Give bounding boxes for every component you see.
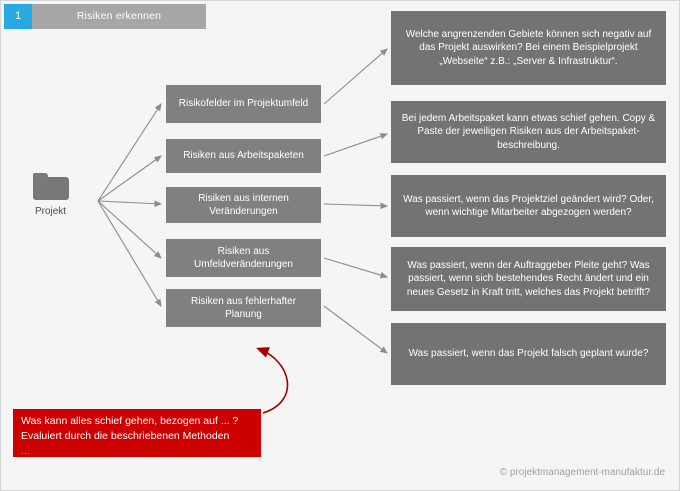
risk-field-box-5[interactable]: Risiken aus fehlerhafter Planung [166,289,321,327]
risk-field-box-3[interactable]: Risiken aus internen Veränderungen [166,187,321,223]
folder-icon [32,173,69,200]
project-label: Projekt [34,206,67,217]
explanation-box-3[interactable]: Was passiert, wenn das Projektziel geänd… [391,175,666,237]
callout-line-3: ... [21,445,30,457]
risk-field-box-1[interactable]: Risikofelder im Projektumfeld [166,85,321,123]
explanation-box-4[interactable]: Was passiert, wenn der Auftraggeber Plei… [391,247,666,311]
explanation-box-5[interactable]: Was passiert, wenn das Projekt falsch ge… [391,323,666,385]
risk-field-box-4[interactable]: Risiken aus Umfeldveränderungen [166,239,321,277]
slide-header: 1 Risiken erkennen [4,4,206,29]
callout-box[interactable]: Was kann alles schief gehen, bezogen auf… [13,409,261,457]
explanation-box-1[interactable]: Welche angrenzenden Gebiete können sich … [391,11,666,85]
risk-field-box-2[interactable]: Risiken aus Arbeitspaketen [166,139,321,173]
footer-credit: © projektmanagement-manufaktur.de [499,467,665,478]
page-title: Risiken erkennen [32,4,206,29]
explanation-box-2[interactable]: Bei jedem Arbeitspaket kann etwas schief… [391,101,666,163]
callout-line-1: Was kann alles schief gehen, bezogen auf… [21,415,239,427]
project-node: Projekt [23,173,78,217]
callout-line-2: Evaluiert durch die beschriebenen Method… [21,430,230,443]
step-number-badge: 1 [4,4,32,29]
